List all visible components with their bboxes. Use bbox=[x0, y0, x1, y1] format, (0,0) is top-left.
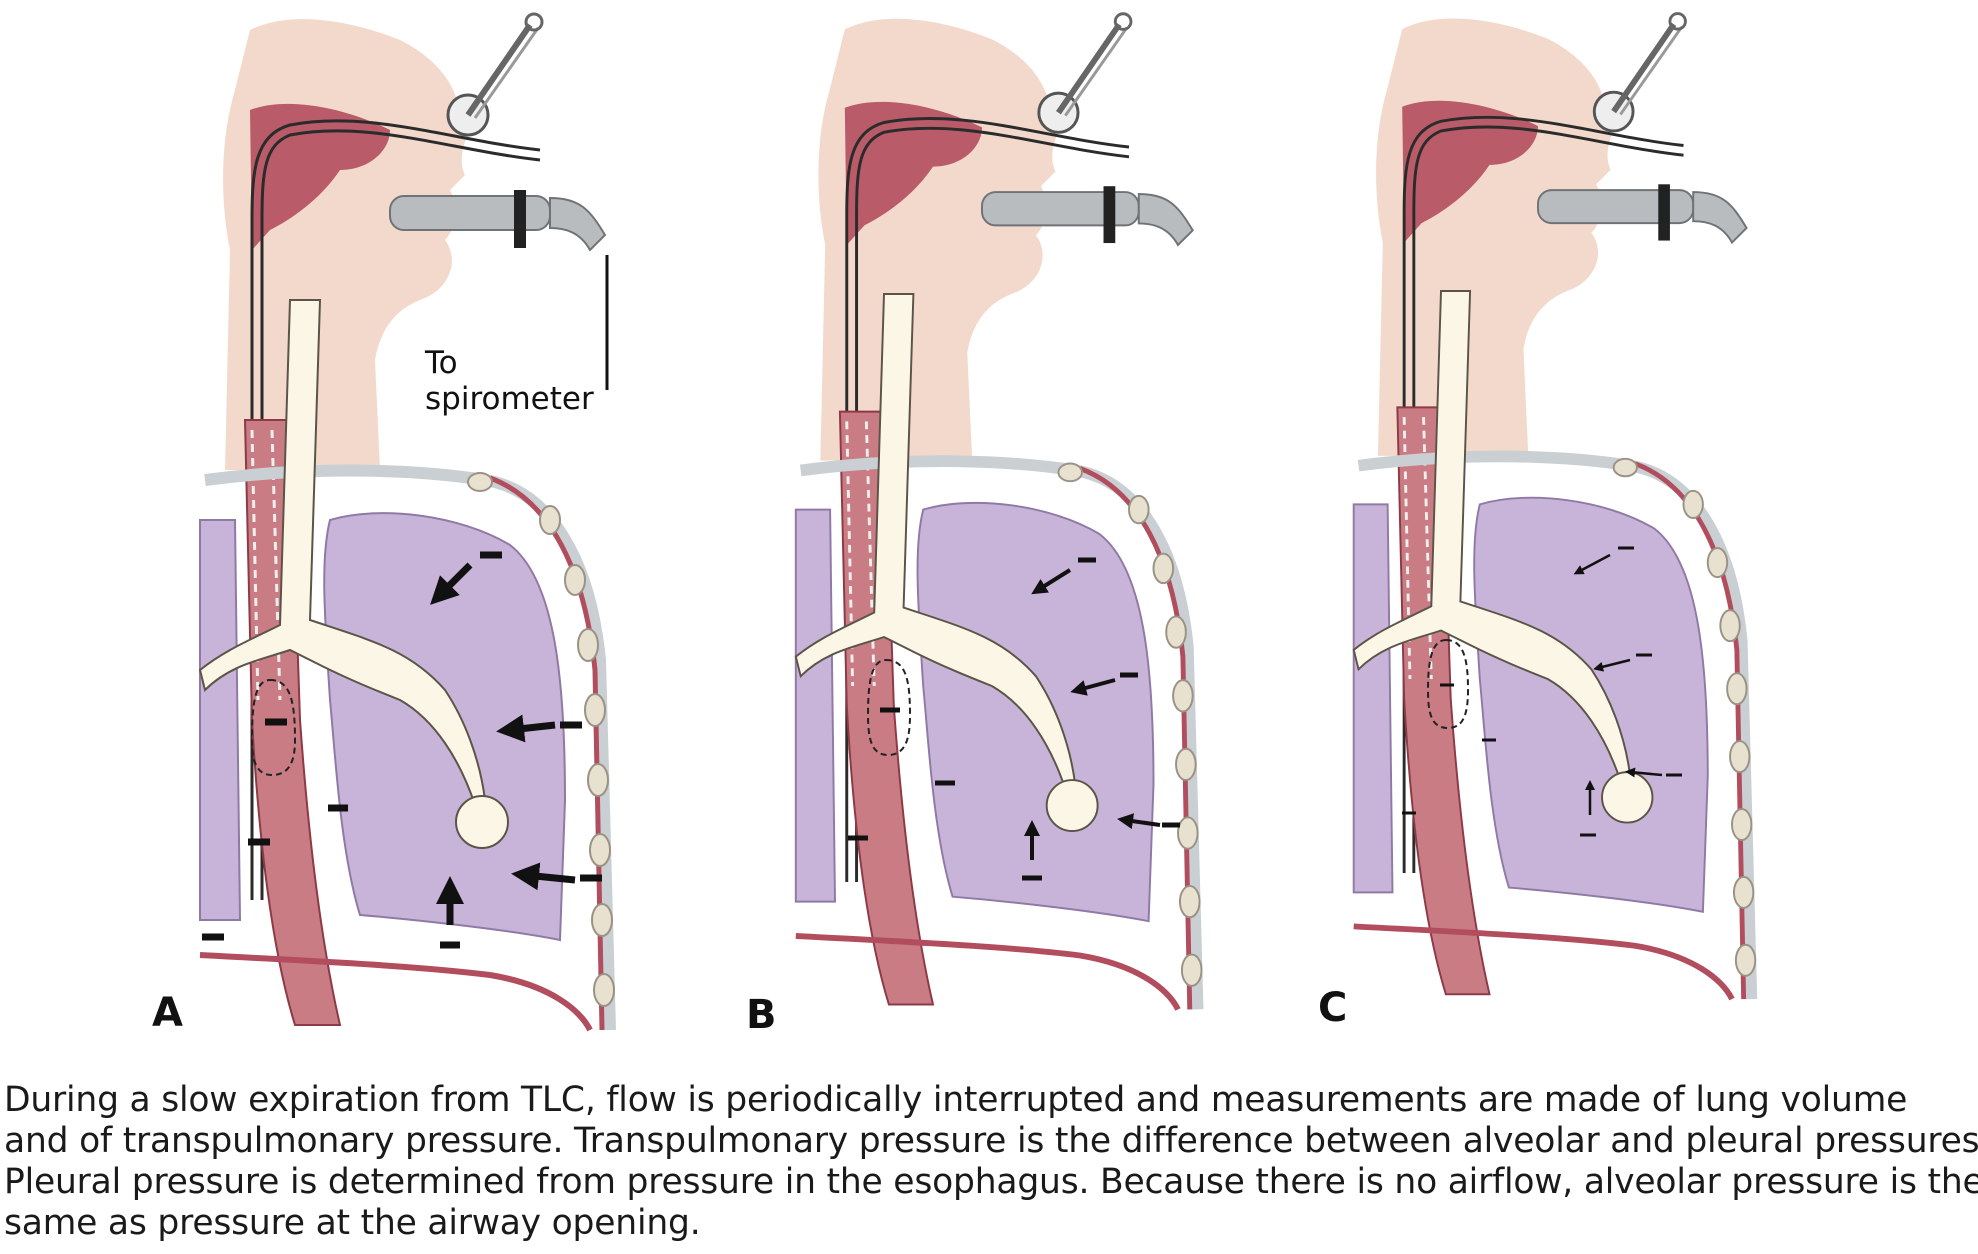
negative-signs-a bbox=[202, 551, 602, 949]
to-spirometer-line2: spirometer bbox=[425, 381, 594, 417]
caption-line-1: During a slow expiration from TLC, flow … bbox=[4, 1080, 1908, 1120]
figure-caption: During a slow expiration from TLC, flow … bbox=[4, 1080, 1978, 1244]
lung-pressure-diagram bbox=[0, 0, 1978, 1070]
pressure-arrows-a bbox=[430, 562, 576, 925]
panel-letter-c: C bbox=[1318, 985, 1348, 1031]
panel-letter-a: A bbox=[152, 990, 183, 1036]
panel-b bbox=[796, 14, 1202, 1010]
negative-signs-b bbox=[848, 557, 1180, 881]
to-spirometer-label: To spirometer bbox=[425, 345, 594, 417]
pressure-arrows-b bbox=[1024, 568, 1161, 860]
esophageal-balloon-c bbox=[1426, 638, 1470, 730]
caption-line-3: Pleural pressure is determined from pres… bbox=[4, 1162, 1978, 1202]
caption-line-2: and of transpulmonary pressure. Transpul… bbox=[4, 1121, 1978, 1161]
panel-letter-b: B bbox=[746, 992, 777, 1038]
panel-c bbox=[1354, 14, 1756, 1000]
negative-signs-c bbox=[1402, 546, 1682, 837]
pressure-arrows-c bbox=[1573, 553, 1663, 815]
caption-line-4: same as pressure at the airway opening. bbox=[4, 1203, 701, 1243]
to-spirometer-line1: To bbox=[425, 345, 458, 381]
panel-a bbox=[200, 14, 614, 1030]
